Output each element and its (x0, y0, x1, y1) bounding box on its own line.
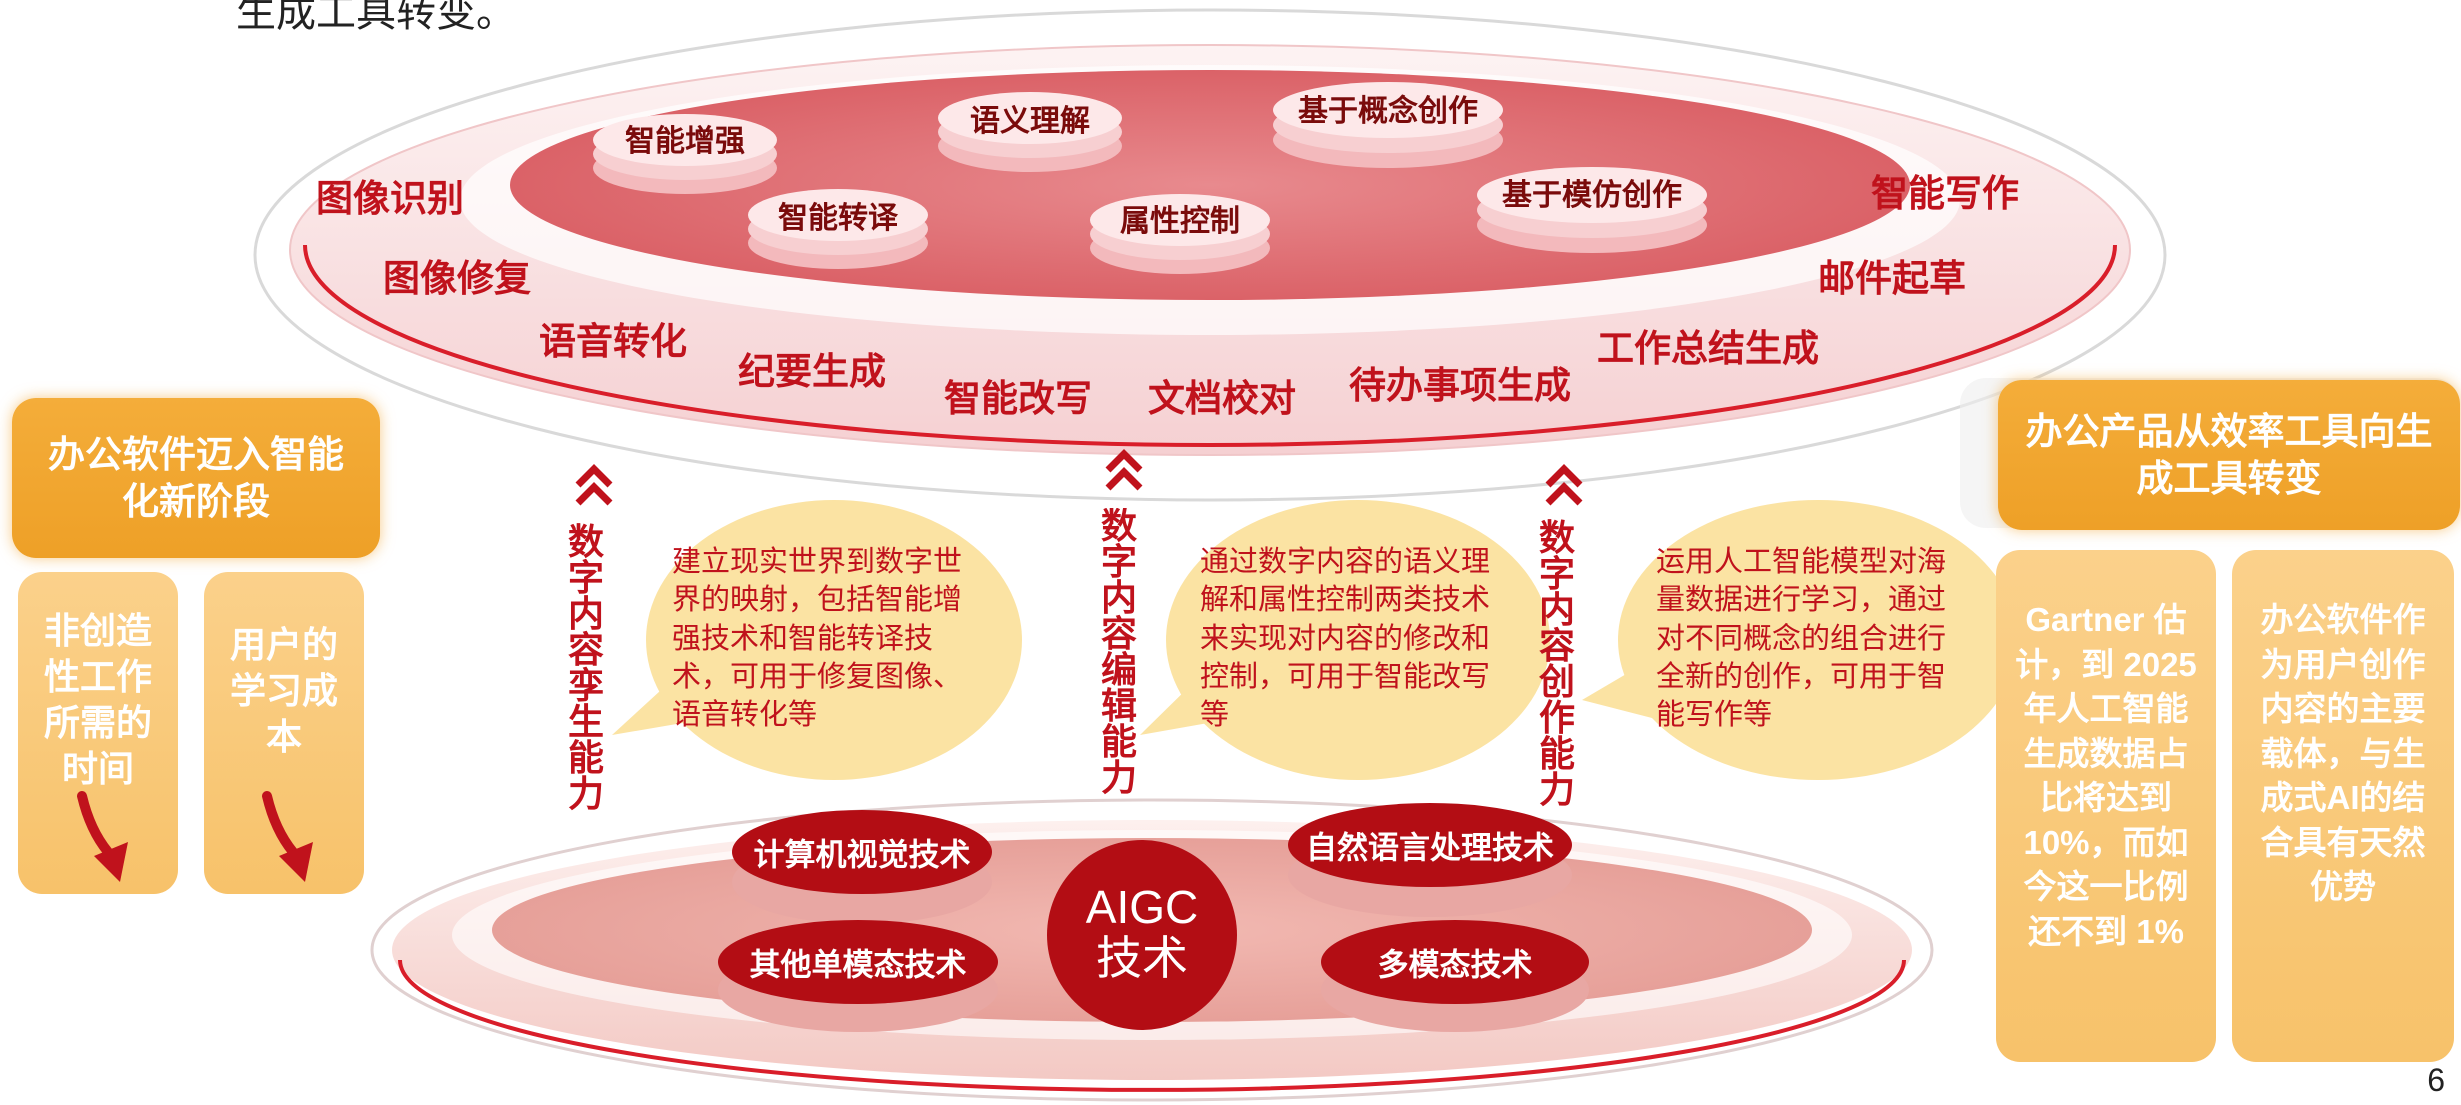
tech-label: 多模态技术 (1377, 947, 1533, 983)
pill-label: 基于模仿创作 (1502, 179, 1682, 212)
ring-label: 工作总结生成 (1597, 328, 1819, 369)
right-box-carrier: 办公软件作为用户创作内容的主要载体，与生成式AI的结合具有天然优势 (2232, 550, 2454, 1062)
tech-label: 其他单模态技术 (749, 947, 967, 983)
tech-label: 自然语言处理技术 (1306, 830, 1554, 866)
down-curved-arrow-icon (77, 791, 128, 882)
bubble-text: 运用人工智能模型对海量数据进行学习，通过对不同概念的组合进行全新的创作，可用于智… (1656, 546, 1947, 732)
top-pill-discs (593, 82, 1707, 274)
chevron-up-double-icon (1545, 464, 1583, 506)
ring-label: 图像修复 (383, 258, 531, 299)
chevron-up-double-icon (575, 464, 613, 506)
capability-label: 数字内容创作能力 (1538, 517, 1575, 810)
ring-label: 图像识别 (316, 178, 464, 219)
right-box-label: 办公软件作为用户创作内容的主要载体，与生成式AI的结合具有天然优势 (2260, 601, 2426, 906)
speech-bubbles (612, 500, 2018, 780)
left-box-label: 非创造性工作所需的时间 (43, 610, 152, 790)
pill-label: 语义理解 (970, 105, 1090, 138)
ring-label: 邮件起草 (1818, 258, 1966, 299)
ring-label: 待办事项生成 (1349, 365, 1571, 406)
down-curved-arrow-icon (262, 791, 313, 882)
bubble-text: 通过数字内容的语义理解和属性控制两类技术来实现对内容的修改和控制，可用于智能改写… (1200, 546, 1491, 732)
right-box-label: Gartner 估计，到 2025 年人工智能生成数据占比将达到 10%，而如今… (2015, 601, 2197, 950)
capability-label: 数字内容孪生能力 (567, 521, 604, 814)
chevron-up-double-icon (1105, 449, 1143, 491)
ring-label: 智能改写 (944, 378, 1092, 419)
bubble-text: 建立现实世界到数字世界的映射，包括智能增强技术和智能转译技术，可用于修复图像、语… (672, 546, 963, 732)
pill-label: 智能增强 (625, 125, 745, 158)
capability-label: 数字内容编辑能力 (1100, 508, 1137, 798)
ring-label: 文档校对 (1148, 378, 1296, 419)
pill-label: 智能转译 (778, 202, 898, 235)
aigc-line1: AIGC (1085, 881, 1199, 933)
aigc-center: AIGC 技术 (1047, 882, 1237, 983)
ring-label: 智能写作 (1871, 173, 2019, 214)
page-number: 6 (2427, 1062, 2445, 1098)
pill-label: 属性控制 (1120, 205, 1240, 238)
top-text: 生成工具转变。 (236, 0, 516, 35)
right-panel-title: 办公产品从效率工具向生成工具转变 (1998, 380, 2460, 530)
pill-label: 基于概念创作 (1298, 95, 1478, 128)
left-panel-title: 办公软件迈入智能化新阶段 (12, 398, 380, 558)
ring-label: 纪要生成 (738, 351, 886, 392)
base-tech-discs (718, 803, 1589, 1032)
right-box-gartner: Gartner 估计，到 2025 年人工智能生成数据占比将达到 10%，而如今… (1996, 550, 2216, 1062)
ring-label: 语音转化 (539, 321, 687, 362)
aigc-line2: 技术 (1096, 931, 1188, 984)
left-box-label: 用户的学习成本 (229, 624, 338, 758)
tech-label: 计算机视觉技术 (753, 837, 971, 873)
